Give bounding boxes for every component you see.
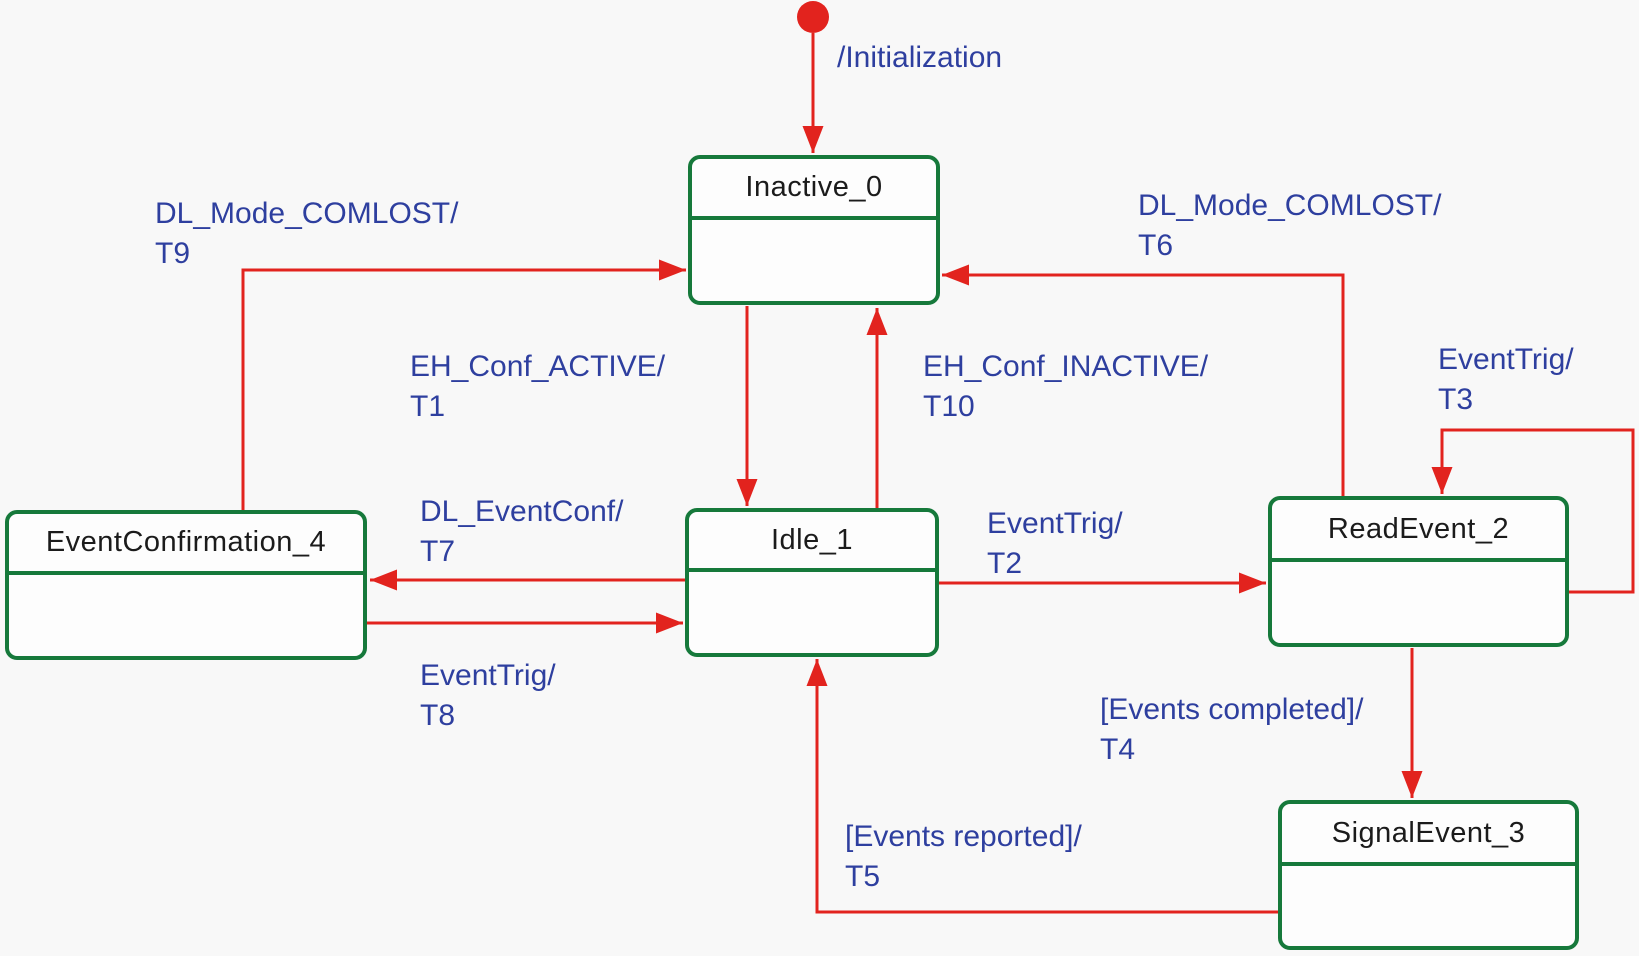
transition-name: T3 xyxy=(1438,383,1474,416)
state-body-idle xyxy=(689,572,935,653)
state-idle: Idle_1 xyxy=(685,508,939,657)
transition-event: EventTrig/ xyxy=(420,659,556,692)
initial-state-icon xyxy=(797,1,829,33)
transition-name: T2 xyxy=(987,547,1023,580)
transition-label-t1: EH_Conf_ACTIVE/ T1 xyxy=(410,347,665,427)
transition-event: [Events reported]/ xyxy=(845,820,1082,853)
state-readevent: ReadEvent_2 xyxy=(1268,496,1569,647)
transition-name: T9 xyxy=(155,237,191,270)
transition-line-t5 xyxy=(806,659,1279,914)
transition-event: /Initialization xyxy=(837,41,1003,74)
transition-name: T10 xyxy=(923,390,975,423)
transition-line-t9 xyxy=(241,259,686,511)
state-name-idle: Idle_1 xyxy=(689,512,935,572)
transition-label-t8: EventTrig/ T8 xyxy=(420,656,556,736)
state-eventconfirmation: EventConfirmation_4 xyxy=(5,510,367,660)
transition-label-t10: EH_Conf_INACTIVE/ T10 xyxy=(923,347,1208,427)
state-body-signalevent xyxy=(1282,866,1575,946)
state-signalevent: SignalEvent_3 xyxy=(1278,800,1579,950)
transition-label-t4: [Events completed]/ T4 xyxy=(1100,690,1363,770)
transition-event: EventTrig/ xyxy=(987,507,1123,540)
transition-label-t3: EventTrig/ T3 xyxy=(1438,340,1574,420)
transition-line-t3 xyxy=(1431,428,1635,594)
transition-line-t6 xyxy=(942,264,1345,497)
transition-event: DL_Mode_COMLOST/ xyxy=(155,197,459,230)
transition-event: DL_Mode_COMLOST/ xyxy=(1138,189,1442,222)
transition-label-initialization: /Initialization xyxy=(837,38,1002,78)
state-body-inactive xyxy=(692,220,936,301)
transition-label-t9: DL_Mode_COMLOST/ T9 xyxy=(155,194,458,274)
transition-event: [Events completed]/ xyxy=(1100,693,1364,726)
state-inactive: Inactive_0 xyxy=(688,155,940,305)
transition-name: T4 xyxy=(1100,733,1136,766)
transition-label-t7: DL_EventConf/ T7 xyxy=(420,492,623,572)
state-name-readevent: ReadEvent_2 xyxy=(1272,500,1565,562)
transition-name: T6 xyxy=(1138,229,1174,262)
state-name-eventconfirmation: EventConfirmation_4 xyxy=(9,514,363,575)
state-name-inactive: Inactive_0 xyxy=(692,159,936,220)
transition-event: EH_Conf_ACTIVE/ xyxy=(410,350,666,383)
transition-name: T5 xyxy=(845,860,881,893)
transition-label-t5: [Events reported]/ T5 xyxy=(845,817,1082,897)
transition-event: EventTrig/ xyxy=(1438,343,1574,376)
transition-name: T1 xyxy=(410,390,446,423)
state-body-readevent xyxy=(1272,562,1565,643)
transition-name: T7 xyxy=(420,535,456,568)
transition-event: DL_EventConf/ xyxy=(420,495,624,528)
transition-event: EH_Conf_INACTIVE/ xyxy=(923,350,1209,383)
transition-name: T8 xyxy=(420,699,456,732)
state-body-eventconfirmation xyxy=(9,575,363,656)
transition-label-t6: DL_Mode_COMLOST/ T6 xyxy=(1138,186,1441,266)
transition-label-t2: EventTrig/ T2 xyxy=(987,504,1123,584)
state-name-signalevent: SignalEvent_3 xyxy=(1282,804,1575,866)
